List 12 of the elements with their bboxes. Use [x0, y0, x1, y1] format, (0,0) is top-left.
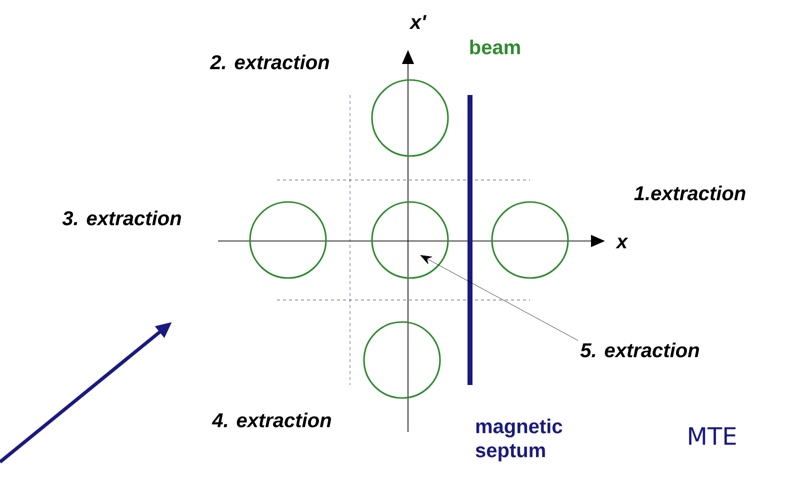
- extraction-label: 5. extraction: [580, 342, 699, 358]
- handwritten-label: MTE: [689, 427, 736, 445]
- beam-circle: [363, 321, 441, 399]
- beam-circle: [491, 201, 569, 279]
- septum-label: magnetic septum: [476, 418, 562, 462]
- axis-label: x: [616, 238, 628, 248]
- beam-label: beam: [470, 40, 520, 54]
- beam-circle: [371, 201, 449, 279]
- beam-circle: [249, 201, 327, 279]
- axis-label: x': [409, 15, 426, 29]
- leader-line: [420, 255, 578, 341]
- beam-circle: [371, 79, 449, 157]
